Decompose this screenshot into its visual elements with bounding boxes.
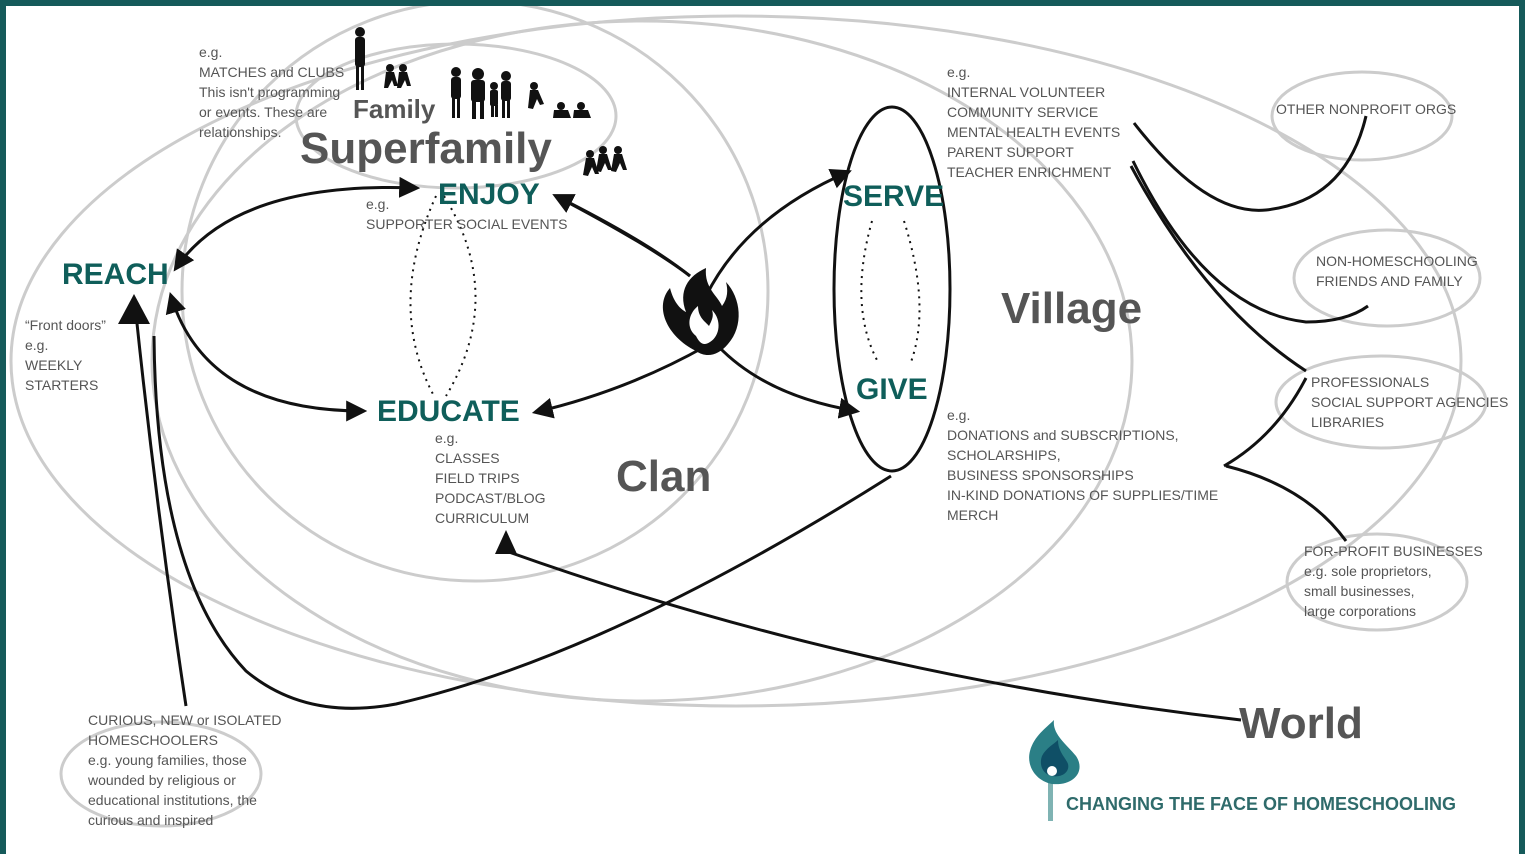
serve-give-ellipse xyxy=(832,105,952,473)
ring-label-world: World xyxy=(1239,699,1363,748)
homeschoolers-ellipse xyxy=(59,720,263,828)
diagram-graphics xyxy=(9,6,1488,828)
educate-label: EDUCATE xyxy=(377,395,520,428)
clan-ring xyxy=(150,19,1134,703)
friends-label: NON-HOMESCHOOLING FRIENDS AND FAMILY xyxy=(1316,253,1478,289)
village-ring xyxy=(9,14,1463,708)
ring-label-family: Family xyxy=(353,94,436,124)
ring-label-clan: Clan xyxy=(616,452,712,501)
nonprofit-ellipse xyxy=(1270,70,1454,162)
superfamily-ring xyxy=(180,6,770,583)
diagram-canvas: Family Superfamily Clan Village World RE… xyxy=(6,6,1519,854)
professionals-ellipse xyxy=(1274,354,1488,450)
flame-logo-icon xyxy=(1029,720,1080,821)
educate-triangle xyxy=(495,530,517,554)
arrows xyxy=(134,115,1369,722)
serve-examples-note: e.g. INTERNAL VOLUNTEER COMMUNITY SERVIC… xyxy=(947,64,1121,180)
reach-examples-note: “Front doors” e.g. WEEKLY STARTERS xyxy=(25,317,106,393)
dotted-loops xyxy=(409,195,921,397)
professionals-label: PROFESSIONALS SOCIAL SUPPORT AGENCIES LI… xyxy=(1311,374,1509,430)
nonprofits-label: OTHER NONPROFIT ORGS xyxy=(1276,101,1457,117)
family-silhouettes-icon xyxy=(355,27,627,176)
family-examples-note: e.g. MATCHES and CLUBS This isn't progra… xyxy=(199,44,345,140)
enjoy-label: ENJOY xyxy=(438,178,540,211)
ring-label-superfamily: Superfamily xyxy=(300,124,552,173)
reach-triangle xyxy=(118,294,150,324)
homeschoolers-note: CURIOUS, NEW or ISOLATED HOMESCHOOLERS e… xyxy=(88,712,282,828)
give-examples-note: e.g. DONATIONS and SUBSCRIPTIONS, SCHOLA… xyxy=(947,407,1219,523)
friends-ellipse xyxy=(1292,228,1482,328)
businesses-ellipse xyxy=(1285,532,1469,632)
educate-examples-note: e.g. CLASSES FIELD TRIPS PODCAST/BLOG CU… xyxy=(435,430,546,526)
brand-tagline: CHANGING THE FACE OF HOMESCHOOLING xyxy=(1066,794,1457,814)
flame-icon xyxy=(662,268,739,356)
rings xyxy=(9,6,1488,828)
ring-label-village: Village xyxy=(1001,284,1143,333)
reach-label: REACH xyxy=(62,258,169,291)
serve-label: SERVE xyxy=(843,180,945,213)
businesses-label: FOR-PROFIT BUSINESSES e.g. sole propriet… xyxy=(1304,543,1483,619)
give-label: GIVE xyxy=(856,373,928,406)
enjoy-examples-note: e.g. SUPPORTER SOCIAL EVENTS xyxy=(366,196,568,232)
